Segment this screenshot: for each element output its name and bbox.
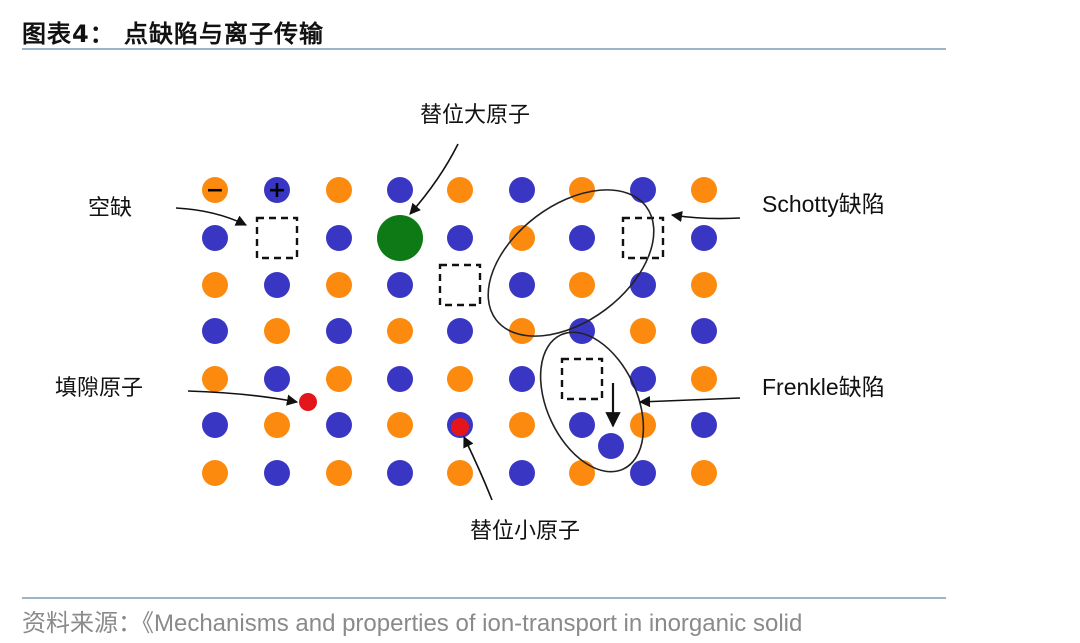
anion-ion bbox=[202, 272, 228, 298]
anion-ion bbox=[326, 272, 352, 298]
cation-ion bbox=[202, 412, 228, 438]
anion-ion bbox=[447, 177, 473, 203]
anion-ion bbox=[691, 177, 717, 203]
cation-ion bbox=[387, 460, 413, 486]
cation-ion bbox=[202, 225, 228, 251]
anion-ion bbox=[202, 366, 228, 392]
anion-ion bbox=[202, 460, 228, 486]
cation-ion bbox=[387, 177, 413, 203]
cation-ion bbox=[691, 318, 717, 344]
defect-atoms bbox=[299, 215, 624, 459]
anion-ion bbox=[264, 318, 290, 344]
anion-ion bbox=[509, 225, 535, 251]
cation-ion bbox=[326, 412, 352, 438]
anion-ion bbox=[326, 366, 352, 392]
small-substitute-arrow bbox=[463, 435, 493, 501]
cation-ion bbox=[691, 225, 717, 251]
anion-ion bbox=[630, 318, 656, 344]
ion-lattice bbox=[202, 177, 717, 486]
vacancy-box bbox=[621, 216, 665, 260]
frenkel-displaced-ion bbox=[598, 433, 624, 459]
anion-ion bbox=[447, 366, 473, 392]
vacancy-box bbox=[560, 357, 604, 401]
interstitial-atom bbox=[299, 393, 317, 411]
cation-ion bbox=[202, 318, 228, 344]
vacancy-arrow bbox=[175, 207, 248, 226]
interstitial-label: 填隙原子 bbox=[55, 376, 143, 401]
source-note: 资料来源：《Mechanisms and properties of ion-t… bbox=[22, 610, 803, 637]
anion-ion bbox=[264, 412, 290, 438]
anion-ion bbox=[447, 460, 473, 486]
small-substitute-label: 替位小原子 bbox=[470, 519, 580, 544]
large-substitute-label: 替位大原子 bbox=[420, 103, 530, 128]
frenkel-ellipse bbox=[539, 331, 645, 473]
cation-ion bbox=[387, 366, 413, 392]
schottky-arrow bbox=[670, 210, 741, 223]
vacancy-box bbox=[255, 216, 299, 260]
cation-ion bbox=[326, 225, 352, 251]
cation-ion bbox=[630, 272, 656, 298]
vacancy-sites bbox=[255, 216, 665, 401]
anion-ion bbox=[326, 460, 352, 486]
negative-charge-sign: − bbox=[206, 178, 224, 203]
large-substitute-atom bbox=[377, 215, 423, 261]
cation-ion bbox=[509, 366, 535, 392]
cation-ion bbox=[326, 318, 352, 344]
anion-ion bbox=[569, 272, 595, 298]
small-substitute-atom bbox=[451, 418, 469, 436]
cation-ion bbox=[569, 318, 595, 344]
cation-ion bbox=[264, 177, 290, 203]
cation-ion bbox=[509, 177, 535, 203]
frenkel-label: Frenkle缺陷 bbox=[762, 374, 885, 400]
anion-ion bbox=[691, 366, 717, 392]
anion-ion bbox=[691, 460, 717, 486]
frenkel-arrow bbox=[638, 396, 741, 408]
anion-ion bbox=[326, 177, 352, 203]
schottky-ellipse bbox=[487, 189, 655, 337]
title-divider bbox=[22, 48, 946, 50]
cation-ion bbox=[264, 460, 290, 486]
cation-ion bbox=[509, 272, 535, 298]
pointer-arrows bbox=[175, 143, 741, 501]
anion-ion bbox=[509, 318, 535, 344]
anion-ion bbox=[202, 177, 228, 203]
vacancy-box bbox=[438, 263, 482, 307]
anion-ion bbox=[569, 177, 595, 203]
cation-ion bbox=[630, 177, 656, 203]
interstitial-arrow bbox=[187, 390, 299, 406]
anion-ion bbox=[387, 318, 413, 344]
cation-ion bbox=[630, 366, 656, 392]
vacancy-label: 空缺 bbox=[88, 196, 132, 221]
positive-charge-sign: + bbox=[268, 178, 286, 203]
large-substitute-arrow bbox=[409, 143, 459, 215]
schottky-label: Schotty缺陷 bbox=[762, 191, 885, 217]
anion-ion bbox=[509, 412, 535, 438]
anion-ion bbox=[569, 460, 595, 486]
cation-ion bbox=[387, 272, 413, 298]
defect-groupings bbox=[487, 189, 655, 473]
footer-divider bbox=[22, 597, 946, 599]
cation-ion bbox=[691, 412, 717, 438]
cation-ion bbox=[447, 318, 473, 344]
cation-ion bbox=[630, 460, 656, 486]
anion-ion bbox=[387, 412, 413, 438]
anion-ion bbox=[691, 272, 717, 298]
cation-ion bbox=[509, 460, 535, 486]
cation-ion bbox=[264, 366, 290, 392]
cation-ion bbox=[569, 225, 595, 251]
cation-ion bbox=[447, 225, 473, 251]
cation-ion bbox=[569, 412, 595, 438]
cation-ion bbox=[264, 272, 290, 298]
figure-title: 图表4： 点缺陷与离子传输 bbox=[22, 20, 325, 48]
